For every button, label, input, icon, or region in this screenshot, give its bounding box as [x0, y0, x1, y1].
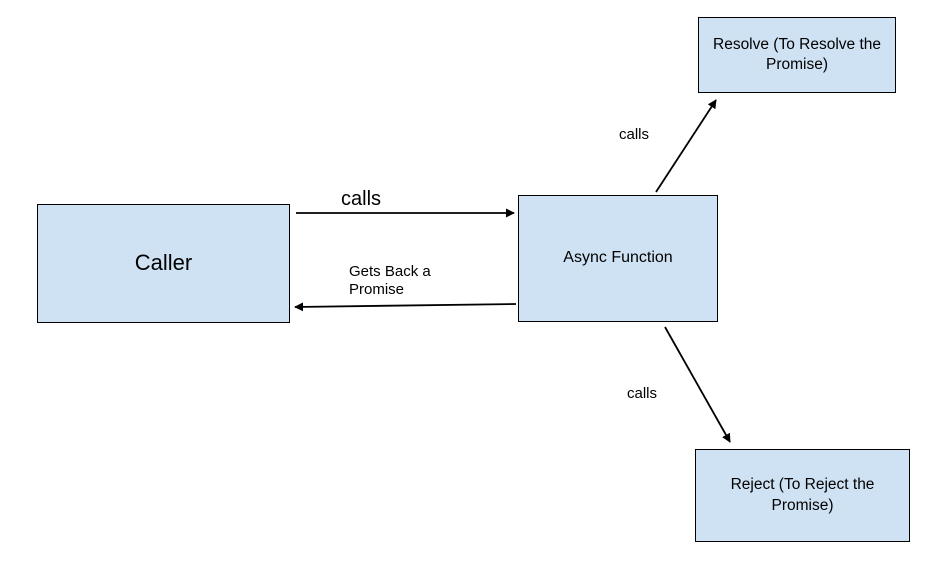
async-to-reject-arrow [664, 326, 731, 443]
reject-label: Reject (To Reject the Promise) [730, 476, 875, 514]
async-to-resolve-arrow [655, 99, 717, 193]
async-to-reject-edge-label: calls [627, 385, 658, 402]
reject-node: Reject (To Reject the Promise) [695, 449, 910, 542]
caller-to-async-edge-label: calls [341, 188, 382, 210]
resolve-label: Resolve (To Resolve the Promise) [713, 35, 881, 73]
caller-node: Caller [37, 204, 290, 323]
async-to-resolve-edge-label: calls [619, 126, 650, 143]
resolve-node: Resolve (To Resolve the Promise) [698, 17, 896, 93]
caller-label: Caller [134, 250, 193, 276]
async-function-node: Async Function [518, 195, 718, 322]
async-function-label: Async Function [563, 249, 673, 267]
async-to-caller-arrow [294, 302, 517, 312]
async-to-caller-edge-label: Gets Back a Promise [349, 263, 431, 299]
